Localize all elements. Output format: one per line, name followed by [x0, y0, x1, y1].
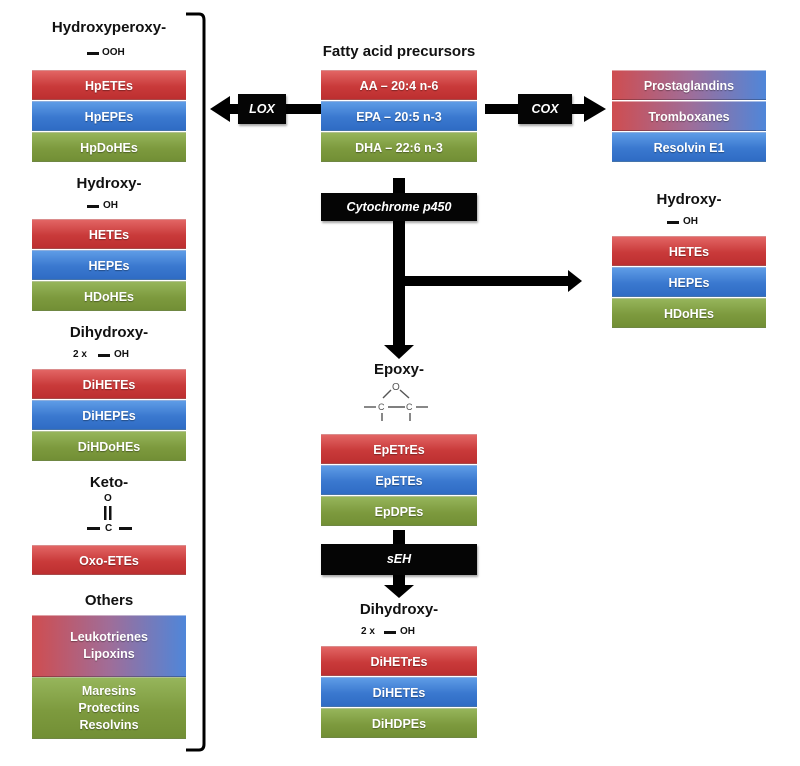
- epoxy-item-2: EpETEs: [321, 465, 477, 495]
- cox-enzyme-label: COX: [518, 94, 572, 124]
- hydroperoxy-item-2: HpEPEs: [32, 101, 186, 131]
- others-item-2-line-1: Maresins: [81, 683, 137, 698]
- epoxy-oxygen: O: [392, 382, 400, 393]
- others-item-2-line-2: Protectins: [78, 700, 140, 715]
- hydroperoxy-item-3: HpDoHEs: [32, 132, 186, 162]
- bond-dash: [384, 631, 396, 634]
- hydroperoxy-group: OOH: [102, 47, 125, 58]
- others-heading: Others: [84, 592, 134, 609]
- epoxy-item-3: EpDPEs: [321, 496, 477, 526]
- right-hydroxy-heading: Hydroxy-: [656, 191, 722, 208]
- precursor-item-1: AA – 20:4 n-6: [321, 70, 477, 100]
- bottom-dihydroxy-heading: Dihydroxy-: [359, 601, 439, 618]
- precursor-item-3: DHA – 22:6 n-3: [321, 132, 477, 162]
- keto-item-1: Oxo-ETEs: [32, 545, 186, 575]
- bond-dash: [667, 221, 679, 224]
- others-item-2-line-3: Resolvins: [79, 717, 139, 732]
- hydroxy-group: OH: [103, 200, 118, 211]
- right-hydroxy-item-1: HETEs: [612, 236, 766, 266]
- hydroperoxy-item-1: HpETEs: [32, 70, 186, 100]
- epoxy-carbon-2: C: [406, 402, 413, 412]
- hydroxy-item-3: HDoHEs: [32, 281, 186, 311]
- right-hydroxy-item-2: HEPEs: [612, 267, 766, 297]
- keto-heading: Keto-: [89, 474, 129, 491]
- seh-enzyme-label: sEH: [321, 544, 477, 575]
- keto-structure: [87, 506, 132, 530]
- others-item-1-line-2: Lipoxins: [83, 647, 135, 661]
- right-hydroxy-group: OH: [683, 216, 698, 227]
- dihydroxy-group: OH: [114, 349, 129, 360]
- cox-product-2: Tromboxanes: [612, 101, 766, 131]
- dihydroxy-multiplier: 2 x: [73, 349, 87, 360]
- bottom-dihydroxy-item-1: DiHETrEs: [321, 646, 477, 676]
- cyp450-enzyme-label: Cytochrome p450: [321, 193, 477, 221]
- precursors-heading: Fatty acid precursors: [322, 43, 476, 60]
- hydroperoxy-heading: Hydroxyperoxy-: [51, 19, 167, 36]
- keto-carbon: C: [105, 523, 113, 534]
- keto-oxygen: O: [104, 493, 112, 504]
- epoxide-structure: [364, 389, 428, 421]
- epoxy-heading: Epoxy-: [373, 361, 424, 378]
- bond-dash: [87, 205, 99, 208]
- dihydroxy-item-1: DiHETEs: [32, 369, 186, 399]
- bond-dash: [98, 354, 110, 357]
- bond-dash: [87, 52, 99, 55]
- dihydroxy-item-3: DiHDoHEs: [32, 431, 186, 461]
- bottom-dihydroxy-item-3: DiHDPEs: [321, 708, 477, 738]
- bottom-dihydroxy-multiplier: 2 x: [361, 626, 375, 637]
- bottom-dihydroxy-group: OH: [400, 626, 415, 637]
- hydroxy-heading: Hydroxy-: [76, 175, 142, 192]
- dihydroxy-heading: Dihydroxy-: [69, 324, 149, 341]
- others-item-2: Maresins Protectins Resolvins: [32, 677, 186, 739]
- epoxy-item-1: EpETrEs: [321, 434, 477, 464]
- right-hydroxy-item-3: HDoHEs: [612, 298, 766, 328]
- hydroxy-item-1: HETEs: [32, 219, 186, 249]
- lox-enzyme-label: LOX: [238, 94, 286, 124]
- others-item-1: Leukotrienes Lipoxins: [32, 615, 186, 677]
- precursor-item-2: EPA – 20:5 n-3: [321, 101, 477, 131]
- others-item-1-line-1: Leukotrienes: [70, 630, 148, 644]
- cox-product-1: Prostaglandins: [612, 70, 766, 100]
- left-bracket: [186, 12, 206, 752]
- hydroxy-item-2: HEPEs: [32, 250, 186, 280]
- cox-product-3: Resolvin E1: [612, 132, 766, 162]
- bottom-dihydroxy-item-2: DiHETEs: [321, 677, 477, 707]
- dihydroxy-item-2: DiHEPEs: [32, 400, 186, 430]
- epoxy-carbon-1: C: [378, 402, 385, 412]
